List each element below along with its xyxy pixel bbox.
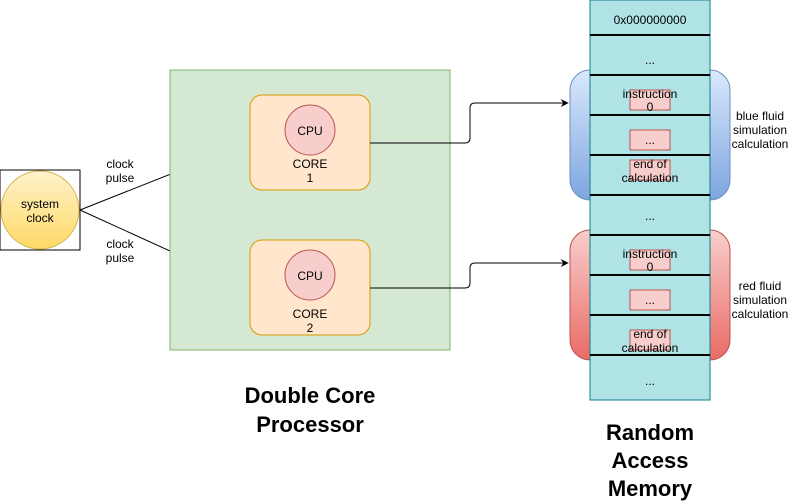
red-cell-marker-2 xyxy=(629,289,671,311)
ram-ellipsis-1: ... xyxy=(645,53,655,67)
system-clock-label-line1: system xyxy=(21,197,59,211)
red-label-line3: calculation xyxy=(732,307,789,321)
blue-cell-1-line1: instruction xyxy=(623,87,678,101)
cpu-chip-2 xyxy=(284,249,336,301)
red-cell-2: ... xyxy=(645,293,655,307)
blue-cell-marker-2 xyxy=(629,129,671,151)
clock-pulse-label-2-line2: pulse xyxy=(106,251,135,265)
memory-title-line3: Memory xyxy=(608,476,693,501)
ram-ellipsis-2: ... xyxy=(645,209,655,223)
core-1-label-line2: 1 xyxy=(307,171,314,185)
core-2-label-line2: 2 xyxy=(307,321,314,335)
clock-pulse-label-1-line1: clock xyxy=(106,157,134,171)
red-cell-3-line1: end of xyxy=(633,327,667,341)
core-1-label-line1: CORE xyxy=(293,157,328,171)
red-label-line2: simulation xyxy=(733,293,787,307)
blue-label-line1: blue fluid xyxy=(736,109,784,123)
core-1-to-blue-connector xyxy=(370,99,569,144)
red-label-line1: red fluid xyxy=(739,279,782,293)
system-clock: system clock xyxy=(0,169,81,251)
processor-title-line2: Processor xyxy=(256,412,364,437)
system-clock-label-line2: clock xyxy=(26,211,54,225)
core-1: CPU CORE 1 xyxy=(249,94,371,191)
clock-pulse-label-1-line2: pulse xyxy=(106,171,135,185)
clock-pulse-label-2-line1: clock xyxy=(106,237,134,251)
core-2-to-red-connector xyxy=(370,259,569,289)
ram-address-label: 0x000000000 xyxy=(614,13,687,27)
red-cell-1-line2: 0 xyxy=(647,260,654,274)
red-cell-marker-3 xyxy=(629,329,671,351)
blue-cell-3-line1: end of xyxy=(633,157,667,171)
core-2-label-line1: CORE xyxy=(293,307,328,321)
processor-title-line1: Double Core xyxy=(245,383,376,408)
red-cell-1-line1: instruction xyxy=(623,247,678,261)
cpu-label-1: CPU xyxy=(297,124,322,138)
ram-column: 0x000000000 ... instruction 0 ... end of… xyxy=(589,0,711,401)
ram-ellipsis-3: ... xyxy=(645,374,655,388)
red-cell-3-line2: calculation xyxy=(622,341,679,355)
blue-cell-1-line2: 0 xyxy=(647,100,654,114)
cpu-chip-1 xyxy=(284,104,336,156)
red-cell-marker-1 xyxy=(629,249,671,271)
blue-cell-marker-3 xyxy=(629,159,671,181)
blue-cell-marker-1 xyxy=(629,89,671,111)
blue-cell-2: ... xyxy=(645,133,655,147)
memory-title-line2: Access xyxy=(611,448,688,473)
memory-title-line1: Random xyxy=(606,420,694,445)
blue-label-line2: simulation xyxy=(733,123,787,137)
blue-label-line3: calculation xyxy=(732,137,789,151)
cpu-label-2: CPU xyxy=(297,269,322,283)
blue-cell-3-line2: calculation xyxy=(622,171,679,185)
core-2: CPU CORE 2 xyxy=(249,239,371,336)
